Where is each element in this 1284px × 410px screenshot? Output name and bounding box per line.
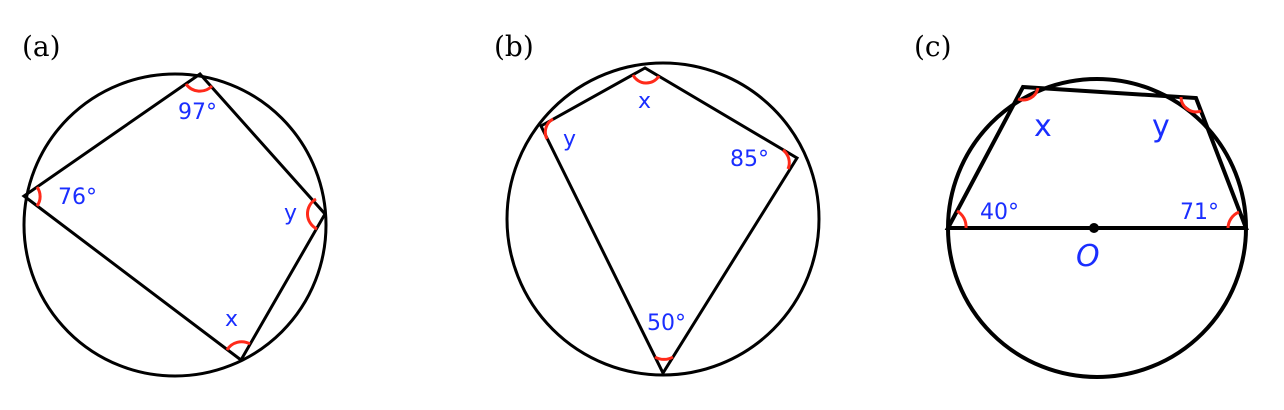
panel-b-top-angle-arc: [631, 74, 661, 85]
panel-b-label: (b): [494, 30, 534, 63]
panel-a-left-angle-label: 76°: [58, 185, 97, 210]
panel-c-center-point: [1089, 223, 1099, 233]
panel-a-left-angle-arc: [35, 186, 42, 207]
panel-c-top-left-angle-label: x: [1034, 109, 1052, 144]
panel-b-quadrilateral: [539, 66, 800, 377]
panel-c-bottom-left-angle-label: 40°: [980, 200, 1019, 225]
panel-b-right-angle-arc: [781, 148, 791, 170]
panel-b-angle-marks: [543, 74, 791, 361]
panel-a-bottom-angle-label: x: [225, 307, 238, 332]
panel-a-circle: [22, 72, 328, 378]
panel-c-label: (c): [914, 30, 952, 63]
panel-b-bottom-angle-arc: [654, 355, 674, 361]
panel-b-bottom-angle-label: 50°: [647, 311, 686, 336]
panel-a-top-angle-arc: [184, 83, 214, 93]
panel-c-bottom-right-angle-arc: [1226, 210, 1240, 229]
panel-a-label: (a): [22, 30, 61, 63]
panel-c-bottom-left-angle-arc: [956, 209, 968, 229]
panel-a-right-angle-label: y: [284, 201, 297, 226]
panel-b-right-angle-label: 85°: [730, 147, 769, 172]
panel-c-top-right-angle-arc: [1179, 96, 1202, 114]
panel-c-bottom-right-angle-label: 71°: [1180, 200, 1219, 225]
panel-b-diagram: [505, 61, 821, 377]
panel-a-bottom-angle-arc: [225, 340, 251, 351]
panel-a-top-angle-label: 97°: [178, 100, 217, 125]
panel-a-diagram: [21, 72, 328, 378]
panel-b-top-angle-label: x: [638, 89, 651, 114]
panel-b-left-angle-arc: [543, 117, 554, 140]
panel-c-top-right-angle-label: y: [1152, 109, 1170, 144]
panel-c-center-label: O: [1076, 239, 1100, 274]
panel-c-angle-marks: [956, 87, 1240, 229]
panel-c-top-left-angle-arc: [1017, 87, 1040, 102]
panel-b-left-angle-label: y: [563, 127, 576, 152]
panel-a-right-angle-arc: [306, 197, 318, 231]
panel-a-quadrilateral: [21, 72, 327, 363]
panel-a-angle-marks: [35, 83, 318, 351]
